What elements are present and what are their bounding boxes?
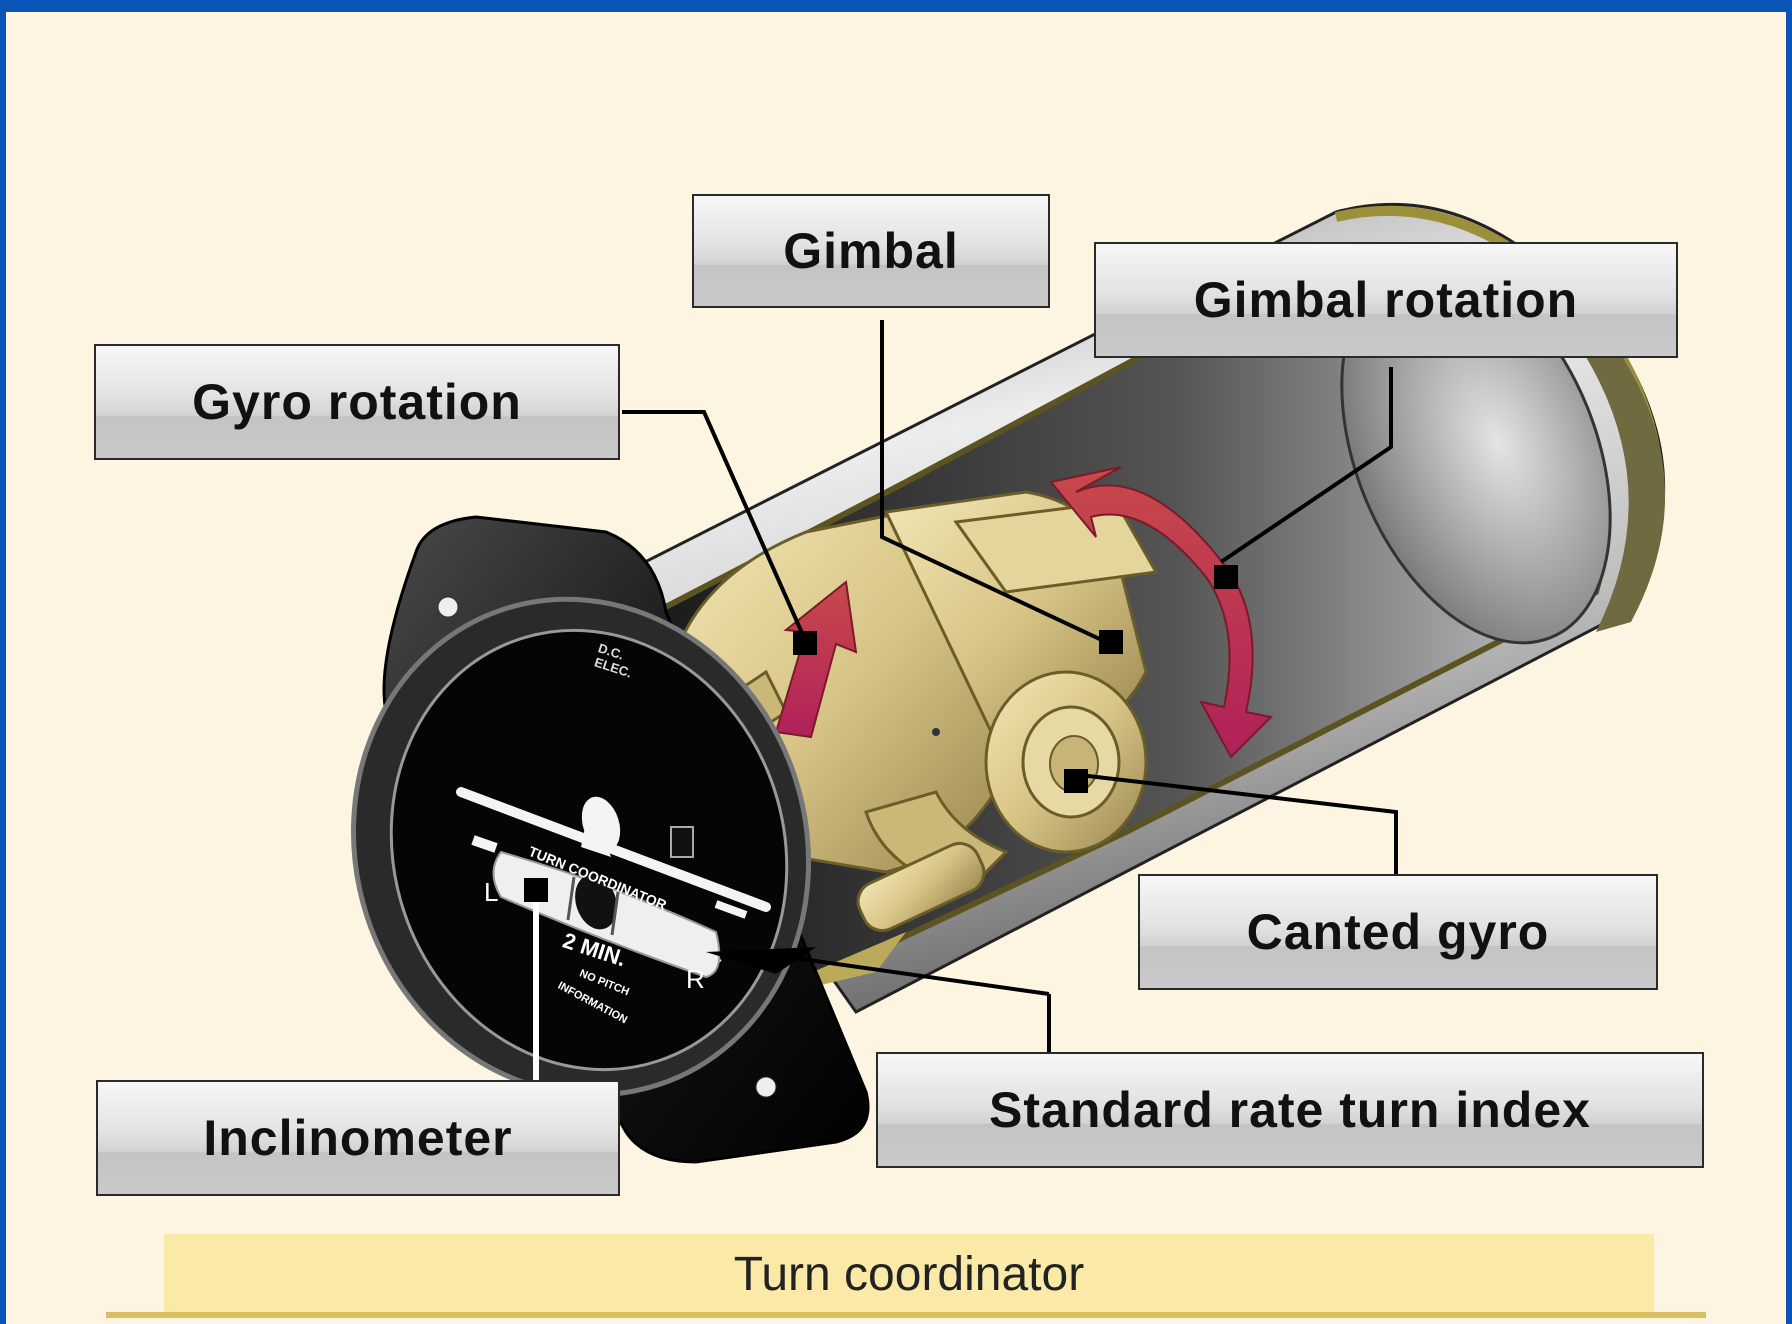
label-gimbal: Gimbal xyxy=(692,194,1050,308)
label-gimbal-rotation: Gimbal rotation xyxy=(1094,242,1678,358)
instrument-face xyxy=(350,515,870,1164)
label-gyro-rotation: Gyro rotation xyxy=(94,344,620,460)
label-standard-rate-turn-index: Standard rate turn index xyxy=(876,1052,1704,1168)
leader-lines xyxy=(533,320,1398,1094)
caption-band xyxy=(164,1234,1654,1314)
label-canted-gyro: Canted gyro xyxy=(1138,874,1658,990)
label-inclinometer: Inclinometer xyxy=(96,1080,620,1196)
gimbal-rotation-arrow xyxy=(1049,466,1274,759)
diagram-canvas: D.C. ELEC. TURN COORDINATOR 2 MIN. NO PI… xyxy=(6,12,1786,1324)
turn-coordinator-illustration xyxy=(350,202,1666,1164)
dial-left-letter: L xyxy=(484,877,499,907)
index-arrowhead xyxy=(706,947,816,974)
caption-underline xyxy=(106,1312,1706,1318)
dial-right-letter: R xyxy=(686,964,705,994)
marker-squares xyxy=(524,565,1238,902)
figure-caption: Turn coordinator xyxy=(733,1247,1085,1301)
